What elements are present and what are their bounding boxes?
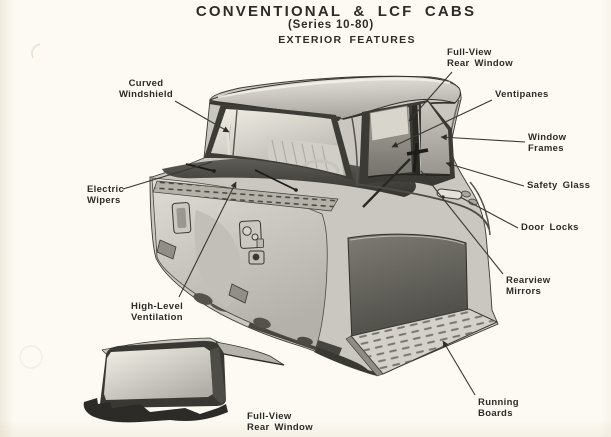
section-heading: EXTERIOR FEATURES <box>278 34 416 46</box>
callout-label-running-boards: Running Boards <box>478 397 519 419</box>
callout-line-rearview-mirrors <box>420 170 504 275</box>
callout-line-curved-windshield <box>174 100 230 133</box>
rearview-mirror-bracket <box>362 142 429 208</box>
wiper-arm-right <box>254 169 297 191</box>
door-window <box>351 100 455 187</box>
callout-line-high-level-ventilation <box>178 181 237 298</box>
running-board <box>345 308 499 377</box>
callout-line-full-view-rear-window-top <box>408 71 453 122</box>
wiper-arm-left <box>185 163 215 172</box>
firewall-panel <box>151 177 328 348</box>
scan-artifacts <box>19 43 43 369</box>
callout-label-full-view-rear-window-inset: Full-View Rear Window <box>247 411 313 433</box>
callout-label-high-level-ventilation: High-Level Ventilation <box>131 301 184 323</box>
callout-label-ventipanes: Ventipanes <box>495 89 549 100</box>
callout-label-rearview-mirrors: Rearview Mirrors <box>506 275 551 297</box>
callout-line-electric-wipers <box>122 161 213 190</box>
callout-label-door-locks: Door Locks <box>521 222 579 233</box>
callout-label-electric-wipers: Electric Wipers <box>87 184 125 206</box>
page-subtitle: (Series 10-80) <box>288 19 374 31</box>
rear-window-glass <box>369 105 410 142</box>
door-handle <box>436 188 463 200</box>
callout-label-safety-glass: Safety Glass <box>527 180 591 191</box>
door-glass <box>421 102 450 174</box>
callout-line-window-frames <box>440 134 526 143</box>
callout-line-ventipanes <box>391 99 493 148</box>
callout-line-running-boards <box>442 340 476 396</box>
callout-lines <box>122 71 526 396</box>
inset-rear-window-glass <box>104 347 213 400</box>
cab-body <box>149 75 499 377</box>
callout-line-door-locks <box>459 196 519 229</box>
callout-label-window-frames: Window Frames <box>528 132 567 154</box>
rear-window-inset-illustration <box>83 337 285 423</box>
callout-line-safety-glass <box>445 161 525 187</box>
cowl-vent-grille <box>152 180 339 212</box>
page-title: CONVENTIONAL & LCF CABS <box>195 3 477 20</box>
callout-label-full-view-rear-window-top: Full-View Rear Window <box>447 47 513 69</box>
callout-label-curved-windshield: Curved Windshield <box>118 78 174 100</box>
cowl-band <box>162 157 416 197</box>
